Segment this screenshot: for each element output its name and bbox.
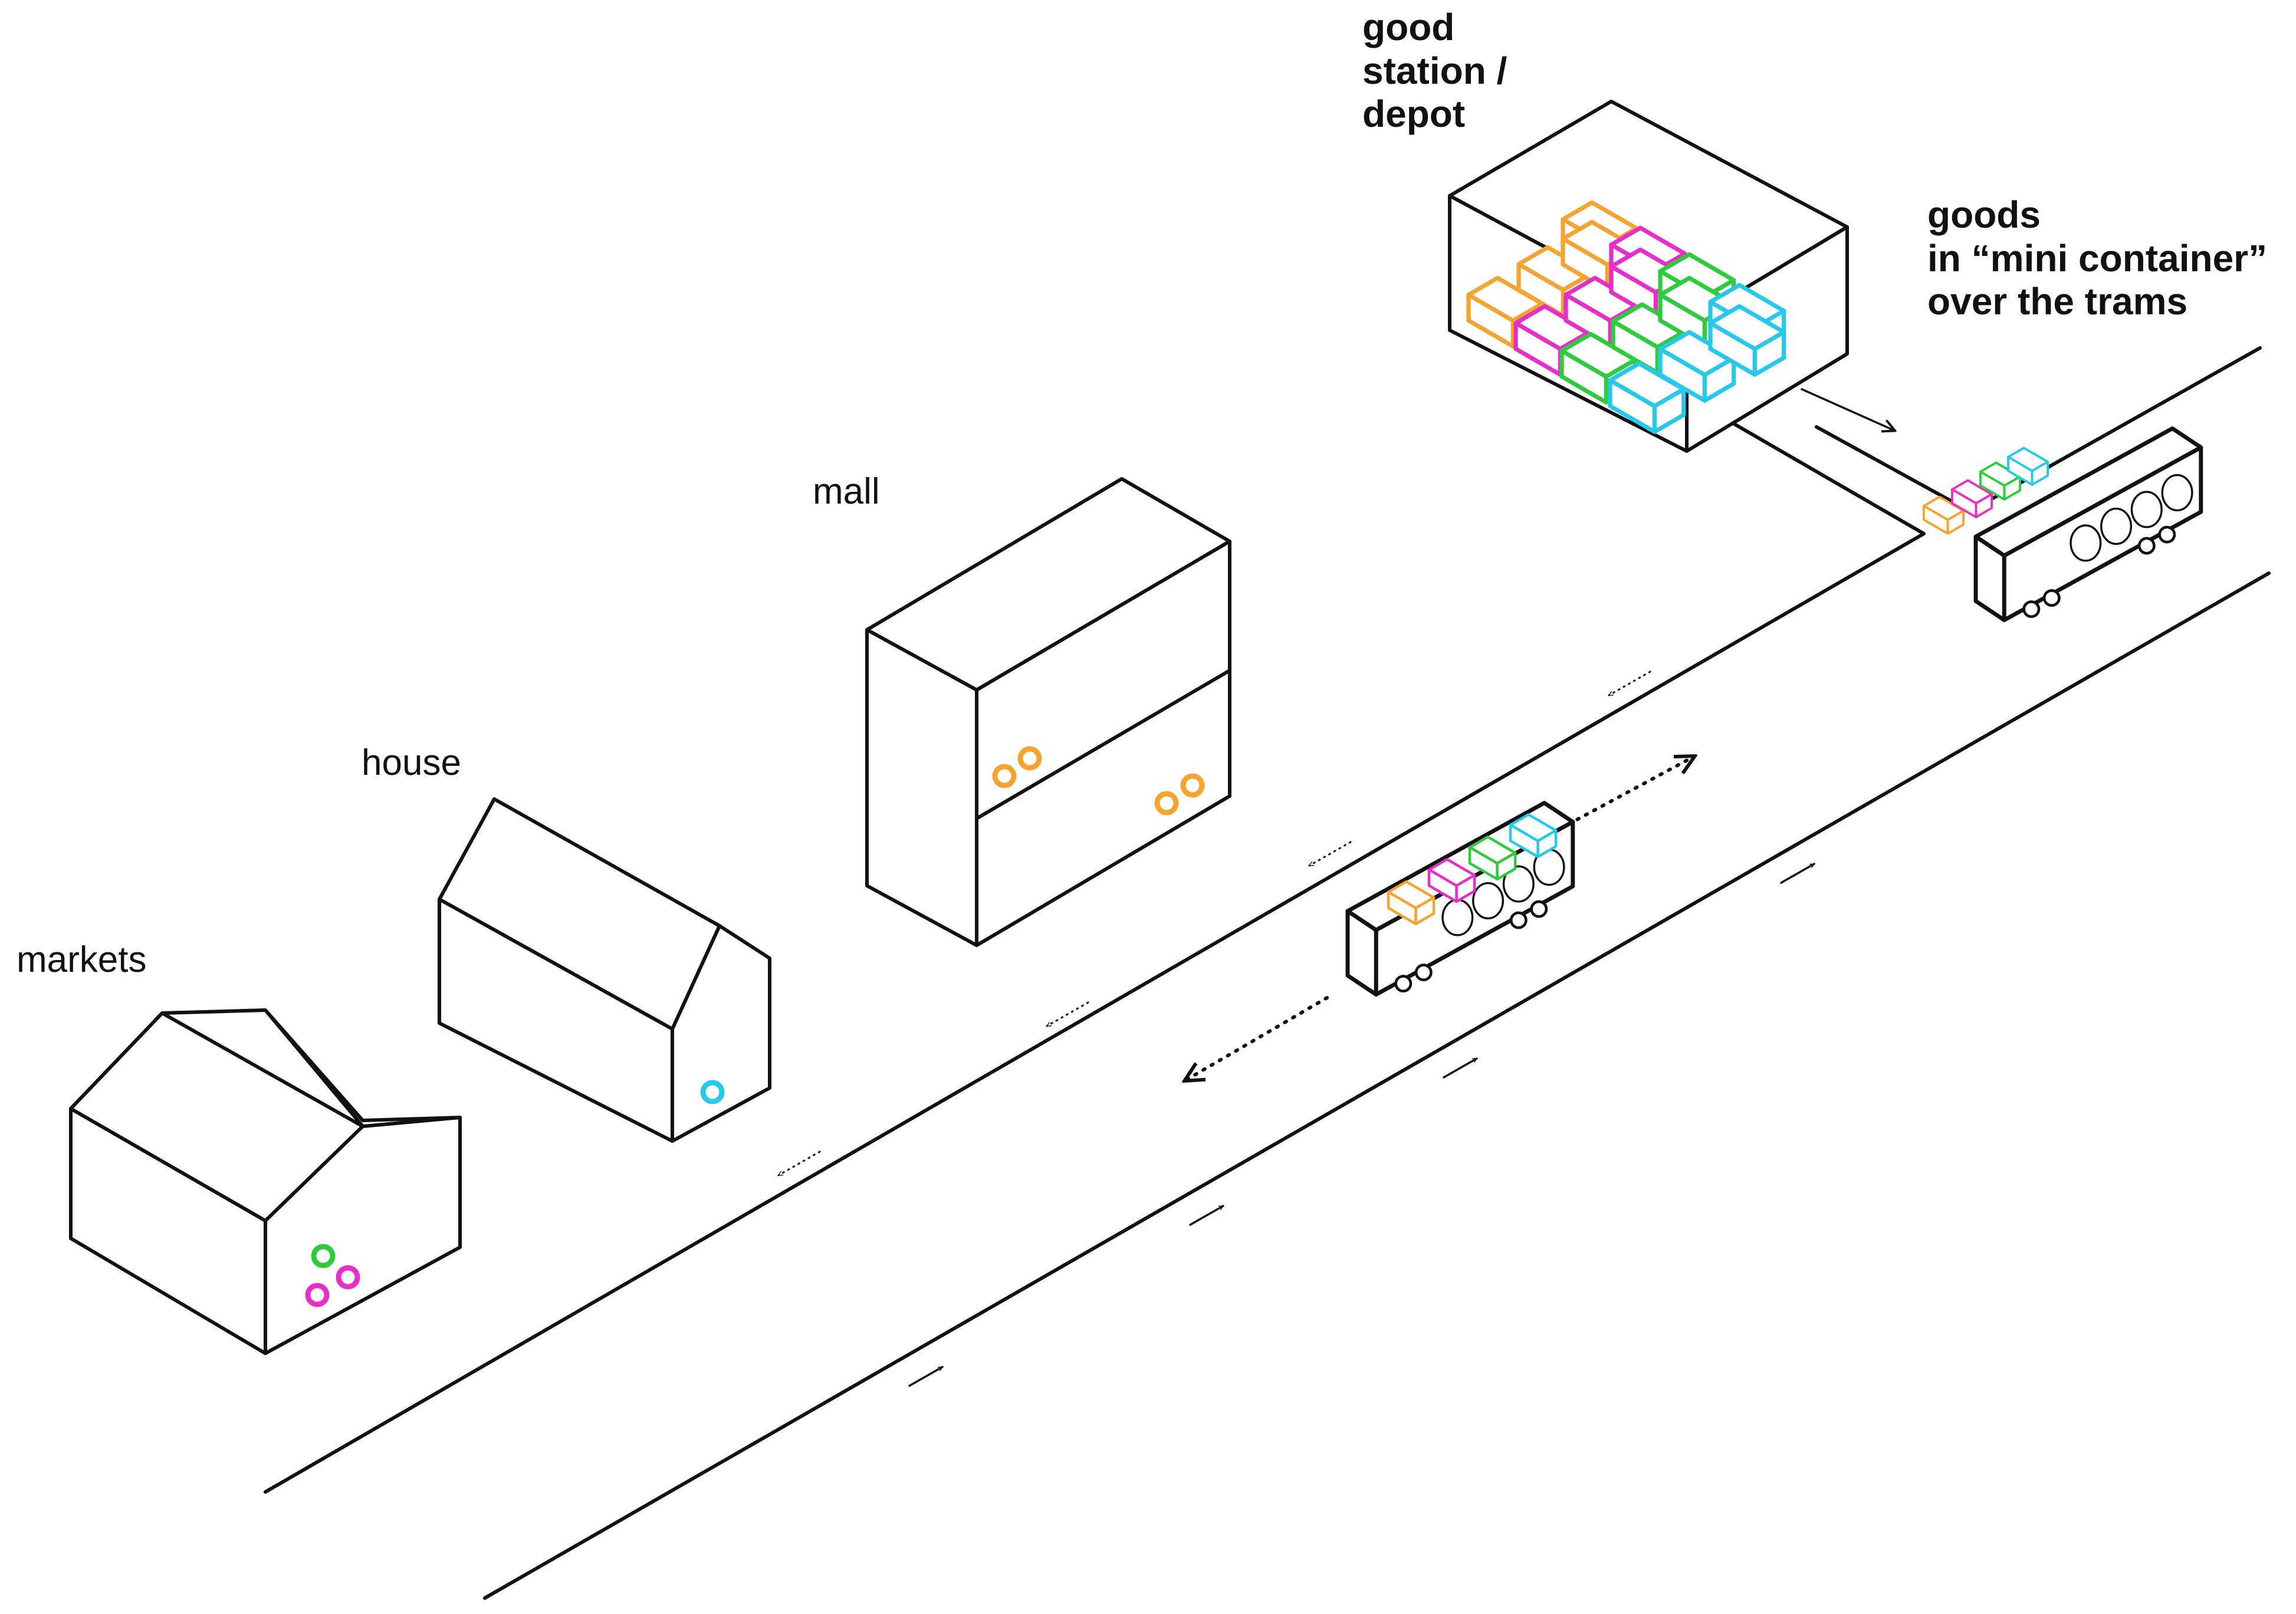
- arrow-icon: [777, 1150, 821, 1176]
- arrow-icon: [1443, 1057, 1478, 1079]
- mall-label: mall: [813, 471, 880, 512]
- container-icon: [1387, 880, 1436, 926]
- arrow-icon: [1046, 1001, 1089, 1027]
- container-icon: [1509, 813, 1558, 859]
- goods-note-label: goods in “mini container” over the trams: [1927, 193, 2267, 324]
- depot-label: good station / depot: [1362, 6, 1507, 136]
- markets-building: [69, 1008, 462, 1355]
- container-icon: [1427, 857, 1476, 903]
- container-icon: [1708, 304, 1786, 377]
- depot-label-line-3: depot: [1362, 93, 1466, 136]
- goods-circle-icon: [992, 764, 1017, 788]
- road-edge-lower: [483, 571, 2271, 1600]
- lane-arrows-left: [777, 670, 1651, 1176]
- arrow-icon: [1189, 1205, 1224, 1226]
- goods-circle-icon: [1017, 746, 1042, 771]
- goods-circle-icon: [1154, 791, 1179, 816]
- tram-icon: [1923, 426, 2203, 622]
- arrow-icon: [908, 1366, 944, 1387]
- arrow-icon: [1801, 388, 1894, 430]
- depot-containers: [1466, 200, 1786, 434]
- house-label: house: [362, 742, 461, 783]
- goods-circle-icon: [336, 1265, 360, 1290]
- depot-building: [1448, 100, 1849, 453]
- depot-label-line-2: station /: [1362, 49, 1507, 92]
- arrow-icon: [1780, 863, 1815, 884]
- arrow-icon: [1185, 996, 1329, 1080]
- container-icon: [1658, 330, 1736, 403]
- goods-circle-icon: [700, 1080, 725, 1105]
- container-icon: [1951, 479, 1993, 518]
- goods-note-line-2: in “mini container”: [1927, 236, 2268, 280]
- arrow-icon: [1608, 670, 1651, 696]
- house-building: [438, 797, 771, 1143]
- markets-label: markets: [17, 939, 147, 980]
- arrow-icon: [1308, 841, 1352, 867]
- container-icon: [1923, 495, 1965, 535]
- depot-label-line-1: good: [1362, 6, 1455, 48]
- container-icon: [2007, 446, 2049, 486]
- goods-circle-icon: [311, 1244, 336, 1268]
- container-icon: [1468, 835, 1517, 881]
- tram-icon: [1345, 801, 1575, 997]
- lane-arrows-right: [908, 863, 1815, 1387]
- goods-circle-icon: [305, 1283, 330, 1307]
- container-icon: [1608, 361, 1686, 434]
- goods-note-line-1: goods: [1927, 193, 2041, 236]
- road-edge-upper: [264, 417, 1926, 1494]
- mall-building: [865, 477, 1231, 947]
- goods-circle-icon: [1180, 773, 1205, 798]
- goods-note-line-3: over the trams: [1927, 280, 2188, 323]
